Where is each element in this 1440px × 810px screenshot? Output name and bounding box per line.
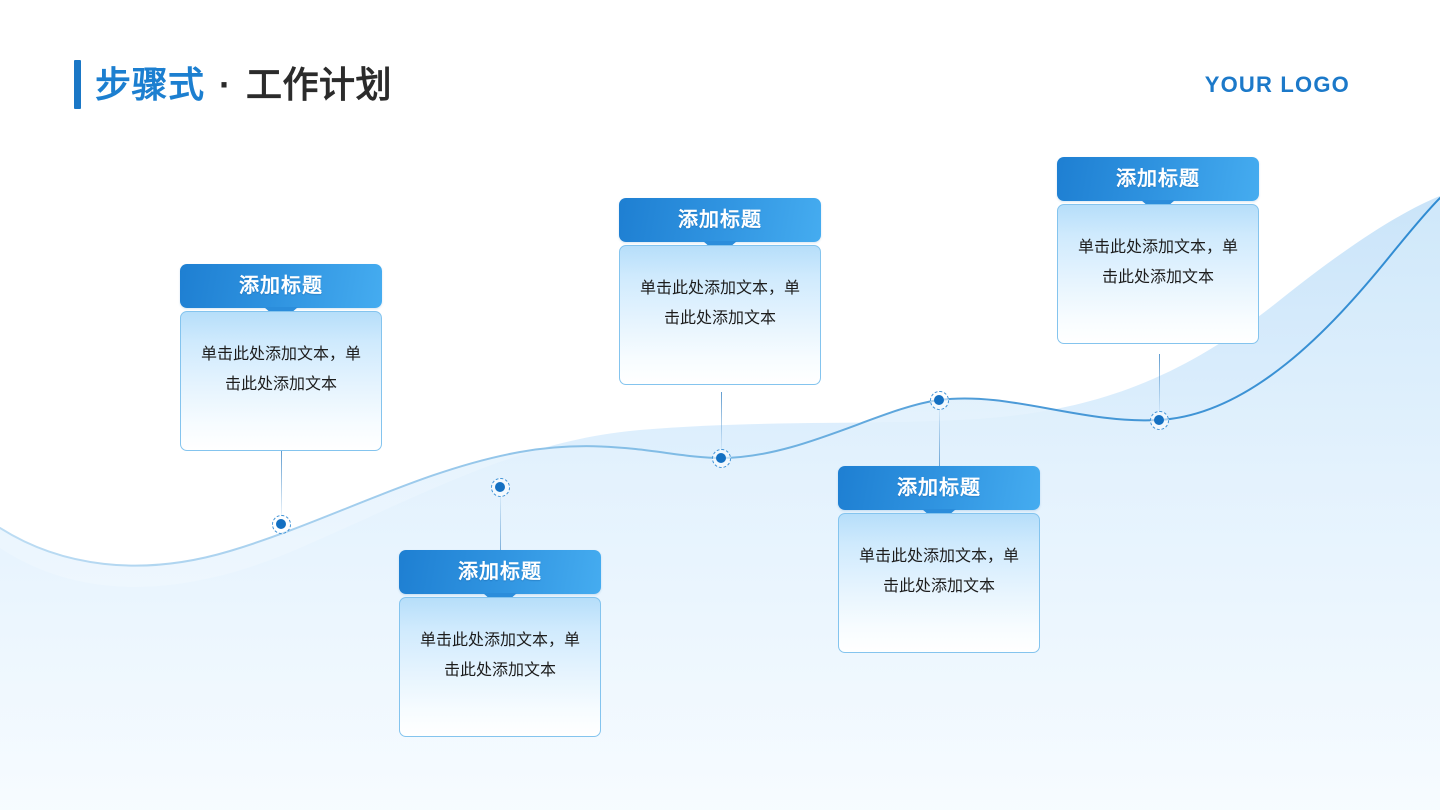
step-card-body[interactable]: 单击此处添加文本，单击此处添加文本 [399, 597, 601, 737]
step-card-title: 添加标题 [239, 275, 323, 297]
step-card-text: 单击此处添加文本，单击此处添加文本 [858, 548, 1019, 595]
marker-stem [1158, 354, 1160, 411]
step-card-text: 单击此处添加文本，单击此处添加文本 [1077, 239, 1238, 286]
step-card-title: 添加标题 [1116, 168, 1200, 190]
step-card-header[interactable]: 添加标题 [399, 550, 601, 608]
step-marker-4[interactable] [929, 390, 949, 475]
marker-dot-icon [276, 519, 286, 529]
step-card-title: 添加标题 [897, 477, 981, 499]
marker-dot-icon [1154, 415, 1164, 425]
step-card-text: 单击此处添加文本，单击此处添加文本 [419, 632, 580, 679]
step-card-header[interactable]: 添加标题 [180, 264, 382, 322]
logo-text: YOUR LOGO [1204, 72, 1350, 97]
step-card-title: 添加标题 [458, 561, 542, 583]
step-card-text: 单击此处添加文本，单击此处添加文本 [639, 280, 800, 327]
step-card-body[interactable]: 单击此处添加文本，单击此处添加文本 [180, 311, 382, 451]
marker-dot-icon [934, 395, 944, 405]
step-card-body[interactable]: 单击此处添加文本，单击此处添加文本 [619, 245, 821, 385]
step-marker-1[interactable] [271, 451, 291, 534]
step-card-title: 添加标题 [678, 209, 762, 231]
step-card-header[interactable]: 添加标题 [1057, 157, 1259, 215]
slide-header: 步骤式 · 工作计划 YOUR LOGO [0, 0, 1440, 140]
step-marker-3[interactable] [711, 392, 731, 468]
page-title: 步骤式 · 工作计划 [95, 60, 392, 109]
step-card-5[interactable]: 添加标题 单击此处添加文本，单击此处添加文本 [1057, 157, 1259, 344]
page-title-blue: 步骤式 [95, 64, 205, 105]
step-card-header[interactable]: 添加标题 [619, 198, 821, 256]
step-card-text: 单击此处添加文本，单击此处添加文本 [200, 346, 361, 393]
marker-dot-icon [716, 453, 726, 463]
marker-dot-icon [495, 482, 505, 492]
step-marker-5[interactable] [1149, 354, 1169, 430]
step-card-2[interactable]: 添加标题 单击此处添加文本，单击此处添加文本 [399, 550, 601, 737]
page-title-dark: 工作计划 [246, 64, 393, 105]
step-marker-2[interactable] [490, 477, 510, 570]
step-card-body[interactable]: 单击此处添加文本，单击此处添加文本 [1057, 204, 1259, 344]
step-card-header[interactable]: 添加标题 [838, 466, 1040, 524]
step-card-4[interactable]: 添加标题 单击此处添加文本，单击此处添加文本 [838, 466, 1040, 653]
step-card-3[interactable]: 添加标题 单击此处添加文本，单击此处添加文本 [619, 198, 821, 385]
title-accent-bar [74, 60, 81, 109]
marker-stem [720, 392, 722, 449]
marker-stem [280, 451, 282, 515]
page-title-separator: · [219, 64, 232, 105]
step-card-1[interactable]: 添加标题 单击此处添加文本，单击此处添加文本 [180, 264, 382, 451]
step-card-body[interactable]: 单击此处添加文本，单击此处添加文本 [838, 513, 1040, 653]
